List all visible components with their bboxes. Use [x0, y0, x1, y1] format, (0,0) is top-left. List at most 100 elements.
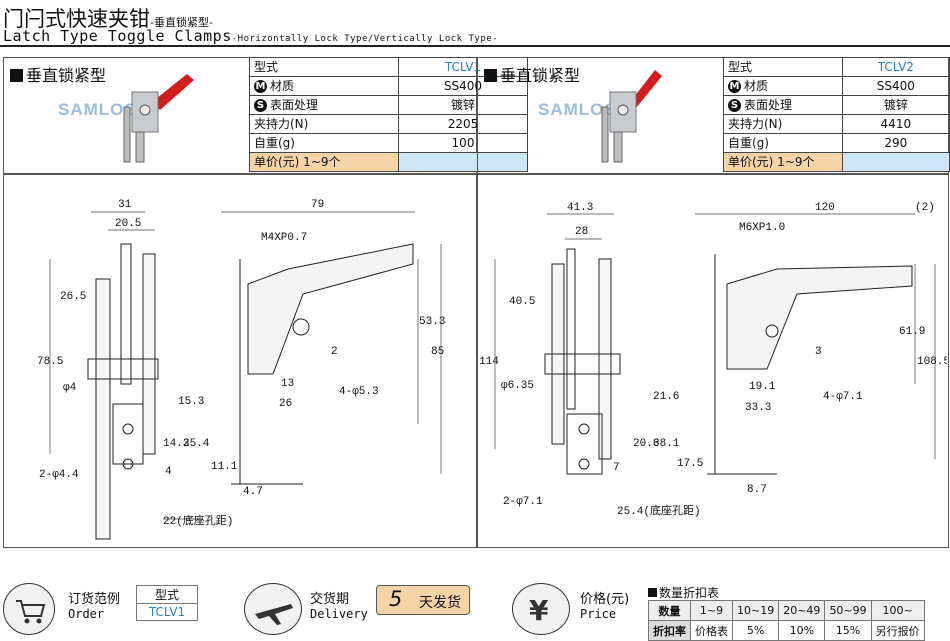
spec-label-price: 单价(元) 1~9个: [249, 152, 399, 172]
product1-drawing-panel: [3, 174, 477, 548]
dim-hole: 4-φ7.1: [823, 391, 863, 403]
dim-phi6: φ6.35: [501, 380, 534, 392]
dim-108-5: 108.5: [917, 356, 947, 368]
dim-2p: (2): [915, 202, 935, 214]
dim-base: 25.4(底座孔距): [617, 503, 701, 518]
dim-hole2: 2-φ4.4: [39, 469, 79, 481]
discount-rate-label: 折扣率: [648, 620, 691, 641]
spec-label-model: 型式: [249, 57, 399, 77]
order-example-table: 型式 TCLV1: [136, 585, 198, 621]
order-label-cn: 订货范例: [68, 592, 121, 607]
dim-114: 114: [479, 356, 499, 368]
dim-78-5: 78.5: [37, 356, 63, 368]
dim-26: 26: [279, 398, 292, 410]
dim-hole2: 2-φ7.1: [503, 496, 543, 508]
order-table-head: 型式: [136, 585, 198, 604]
dim-7: 7: [613, 462, 620, 474]
delivery-label-en: Delivery: [310, 607, 368, 621]
dim-14-3: 14.3: [163, 438, 189, 450]
dim-120: 120: [815, 202, 835, 214]
dim-20-6: 20.6: [633, 438, 659, 450]
header-divider: [0, 45, 950, 47]
dim-33-3: 33.3: [745, 402, 771, 414]
spec-label-surface: 表面处理: [270, 98, 319, 112]
red-handle-icon: [630, 70, 662, 108]
discount-qty: 10~19: [731, 600, 780, 621]
square-bullet-icon: [10, 69, 23, 82]
delivery-days: 5: [389, 587, 403, 611]
material-badge-icon: M: [254, 80, 267, 93]
delivery-text: 天发货: [419, 595, 461, 611]
discount-table: 数量 1~9 10~19 20~49 50~99 100~ 折扣率 价格表 5%…: [648, 600, 925, 641]
spec-value-force: 4410: [841, 114, 950, 134]
airplane-icon: [244, 583, 302, 635]
spec-label-price: 单价(元) 1~9个: [723, 152, 843, 172]
spec-value-price: [398, 152, 528, 172]
spec-label-model: 型式: [723, 57, 843, 77]
discount-rate: 10%: [778, 620, 826, 641]
product1-photo: [123, 74, 194, 163]
dim-4: 4: [165, 466, 172, 478]
discount-title: 数量折扣表: [648, 584, 719, 601]
page-subtitle: Latch Type Toggle Clamps-Horizontally Lo…: [3, 27, 498, 45]
discount-rate: 另行报价: [870, 620, 925, 641]
order-label-en: Order: [68, 607, 105, 621]
spec-value-surface: 镀锌: [841, 95, 950, 115]
discount-qty-label: 数量: [648, 600, 691, 621]
square-bullet-icon: [484, 69, 497, 82]
material-badge-icon: M: [728, 80, 741, 93]
spec-label-weight: 自重(g): [723, 133, 843, 153]
product1-section-title: 垂直锁紧型: [10, 62, 106, 86]
spec-value-force: 2205: [398, 114, 528, 134]
dim-base: 22(底座孔距): [163, 513, 233, 528]
dim-13: 13: [281, 378, 294, 390]
dim-4-7: 4.7: [243, 486, 263, 498]
dim-8-7: 8.7: [747, 484, 767, 496]
price-label-cn: 价格(元): [580, 592, 630, 607]
red-handle-icon: [152, 74, 194, 110]
square-bullet-icon: [648, 588, 657, 597]
dim-3: 3: [815, 346, 822, 358]
dim-hole: 4-φ5.3: [339, 386, 379, 398]
dim-15-3: 15.3: [178, 396, 204, 408]
dim-11-1: 11.1: [211, 461, 238, 473]
dim-53-3: 53.3: [419, 316, 445, 328]
spec-label-force: 夹持力(N): [723, 114, 843, 134]
spec-label-material: 材质: [270, 79, 295, 93]
dim-m6: M6XP1.0: [739, 222, 785, 234]
price-label: 价格(元) Price: [580, 588, 629, 621]
discount-qty: 50~99: [824, 600, 872, 621]
svg-text:¥: ¥: [529, 594, 549, 627]
product1-drawing: 31 20.5 79 M4XP0.7 26.5 78.5 53.3 85 2 1…: [37, 199, 445, 540]
product2-drawing: 41.3 28 120 (2) M6XP1.0 40.5 114 61.9 10…: [479, 202, 947, 518]
dim-17-5: 17.5: [677, 458, 703, 470]
spec-label-material: 材质: [744, 79, 769, 93]
discount-qty: 1~9: [690, 600, 733, 621]
title-cn-sub: -垂直锁紧型-: [150, 16, 213, 29]
discount-rate: 5%: [731, 620, 780, 641]
title-en: Latch Type Toggle Clamps: [3, 27, 232, 45]
spec-value-material: SS400: [841, 76, 950, 96]
dim-m4: M4XP0.7: [261, 232, 307, 244]
discount-rate: 15%: [824, 620, 872, 641]
dim-79: 79: [311, 199, 324, 211]
dim-2: 2: [331, 346, 338, 358]
product2-drawing-panel: [477, 174, 949, 548]
title-cn: 门闩式快速夹钳: [3, 7, 150, 31]
dim-38-1: 38.1: [653, 438, 680, 450]
dim-41-3: 41.3: [567, 202, 593, 214]
price-label-en: Price: [580, 607, 617, 621]
dim-85: 85: [431, 346, 444, 358]
spec-value-weight: 290: [841, 133, 950, 153]
surface-badge-icon: S: [254, 99, 267, 112]
dim-25-4: 25.4: [183, 438, 210, 450]
spec-label-force: 夹持力(N): [249, 114, 399, 134]
discount-qty: 20~49: [778, 600, 826, 621]
yen-icon: ¥: [512, 583, 570, 635]
dim-28: 28: [575, 226, 588, 238]
spec-label-surface: 表面处理: [744, 98, 793, 112]
dim-61-9: 61.9: [899, 326, 925, 338]
order-table-value: TCLV1: [136, 603, 198, 621]
dim-21-6: 21.6: [653, 391, 679, 403]
